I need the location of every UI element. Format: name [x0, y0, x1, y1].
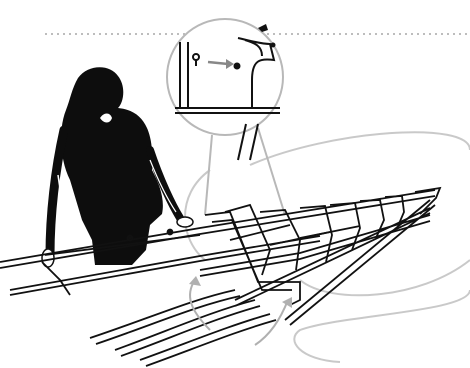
arrow-icon	[189, 276, 201, 286]
detail-callout	[166, 18, 286, 216]
person-figure	[41, 67, 194, 268]
arrow-icon	[282, 297, 292, 308]
arrow-icon	[207, 60, 229, 66]
kayak-frame	[0, 186, 442, 326]
loose-stringers	[89, 289, 277, 367]
